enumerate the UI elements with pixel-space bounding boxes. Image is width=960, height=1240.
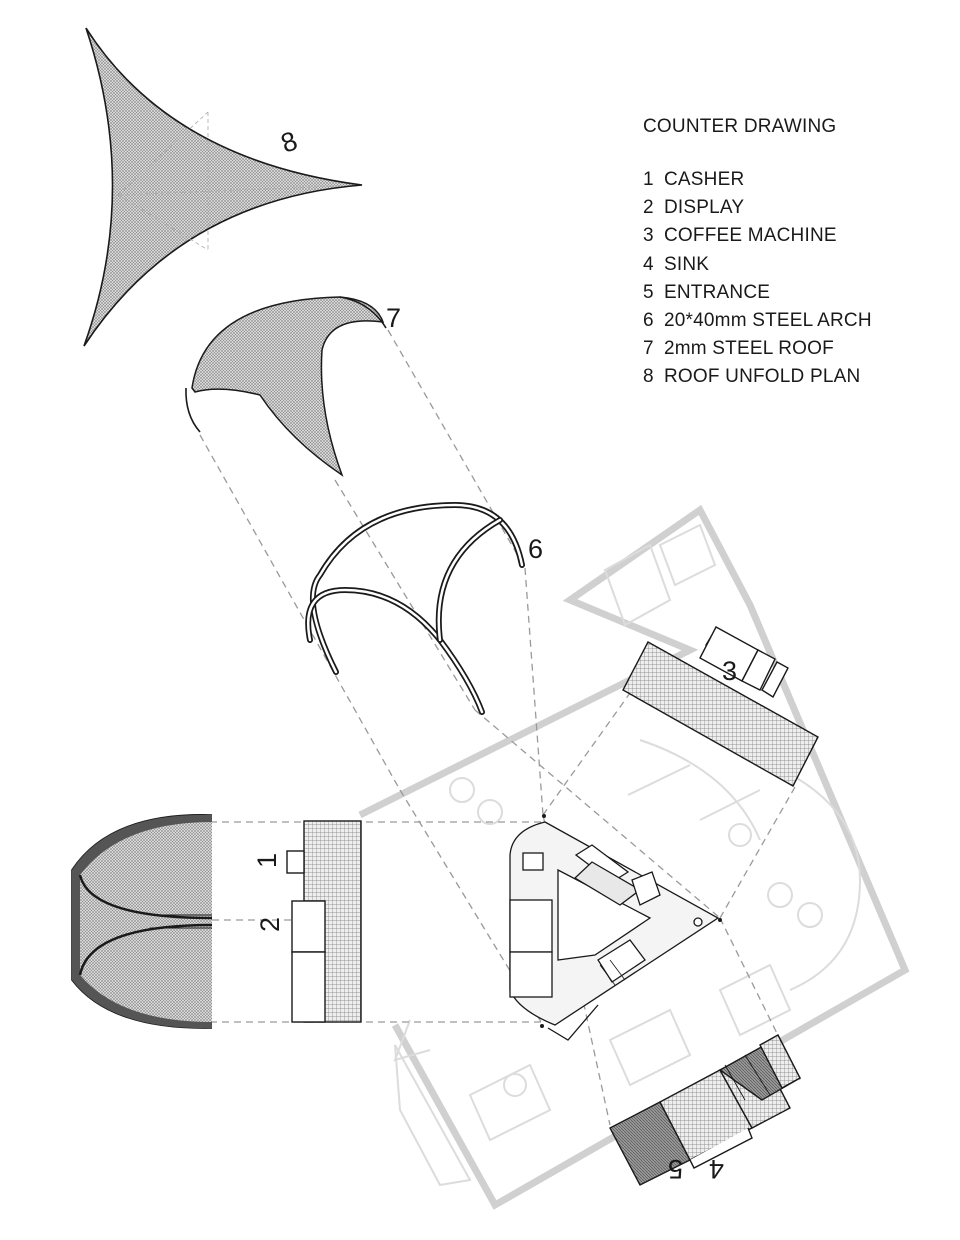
legend-item-number: 4: [643, 253, 654, 275]
legend-item-number: 2: [643, 197, 654, 219]
legend: COUNTER DRAWING 1 CASHER 2 DISPLAY 3 COFFEE…: [643, 116, 872, 392]
legend-item-label: 20*40mm STEEL ARCH: [664, 309, 872, 331]
coffee-machine-elevation: [622, 626, 819, 787]
callout-3: 3: [722, 656, 737, 686]
legend-item-entrance: 5 ENTRANCE: [643, 279, 872, 307]
legend-item-steel-roof: 7 2mm STEEL ROOF: [643, 335, 872, 363]
legend-item-label: ROOF UNFOLD PLAN: [664, 366, 861, 388]
steel-arch: [305, 501, 525, 715]
legend-item-label: SINK: [664, 253, 710, 275]
counter-elevation: [286, 820, 362, 1023]
steel-roof: [185, 296, 387, 477]
legend-item-sink: 4 SINK: [643, 251, 872, 279]
legend-title: COUNTER DRAWING: [643, 116, 837, 137]
roof-elevation: [71, 814, 213, 1029]
callout-2: 2: [255, 917, 285, 932]
callout-4: 4: [709, 1154, 724, 1184]
legend-item-label: CASHER: [664, 169, 745, 190]
legend-item-label: 2mm STEEL ROOF: [664, 338, 834, 360]
legend-item-display: 2 DISPLAY: [643, 194, 872, 222]
legend-item-number: 7: [643, 338, 654, 360]
legend-list: 1 CASHER 2 DISPLAY 3 COFFEE MACHINE 4 SINK 5…: [643, 166, 872, 392]
legend-item-number: 1: [643, 169, 654, 190]
legend-item-number: 6: [643, 309, 654, 331]
floor-plan-furniture: [393, 523, 862, 1187]
legend-item-steel-arch: 6 20*40mm STEEL ARCH: [643, 307, 872, 335]
legend-item-coffee-machine: 3 COFFEE MACHINE: [643, 222, 872, 250]
legend-item-number: 8: [643, 366, 654, 388]
sink-entrance-elevation: [609, 1034, 802, 1186]
callout-1: 1: [252, 853, 282, 868]
counter-plan: [509, 821, 720, 1041]
legend-item-roof-unfold-plan: 8 ROOF UNFOLD PLAN: [643, 363, 872, 391]
legend-item-label: DISPLAY: [664, 197, 745, 219]
legend-item-casher: 1 CASHER: [643, 166, 872, 194]
floor-plan: [358, 504, 910, 1210]
callout-5: 5: [668, 1154, 683, 1184]
roof-unfold-plan: [83, 27, 363, 347]
legend-item-label: COFFEE MACHINE: [664, 225, 837, 247]
legend-item-number: 5: [643, 281, 654, 303]
callout-7: 7: [386, 303, 401, 333]
legend-item-label: ENTRANCE: [664, 281, 771, 303]
callout-6: 6: [528, 534, 543, 564]
counter-plan-pins: [540, 814, 722, 1028]
legend-item-number: 3: [643, 225, 654, 247]
callout-8: 8: [277, 125, 301, 158]
